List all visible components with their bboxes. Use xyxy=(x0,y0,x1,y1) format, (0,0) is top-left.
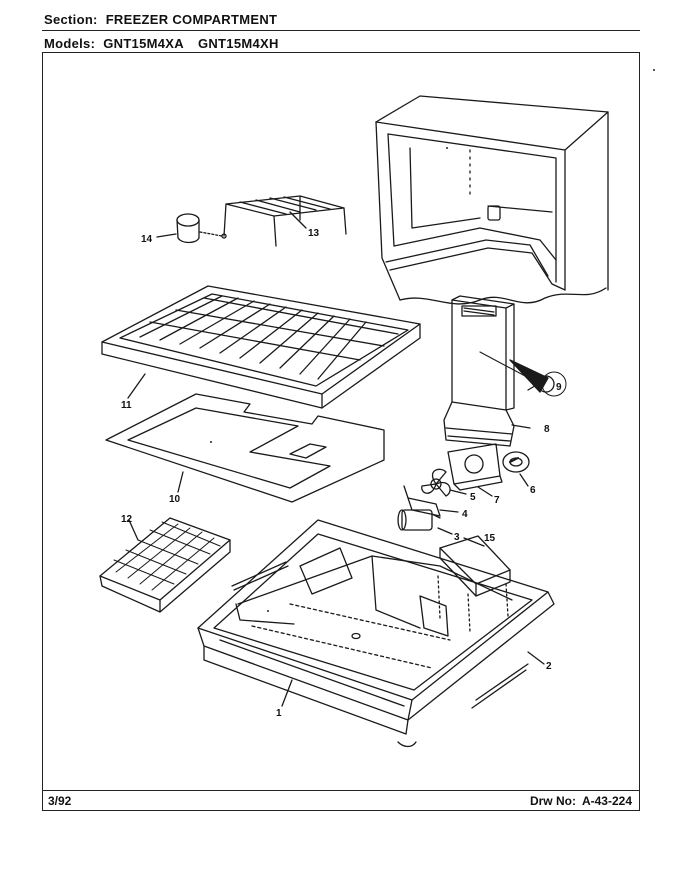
section-value: FREEZER COMPARTMENT xyxy=(105,12,278,27)
part-4-motor-bracket xyxy=(403,485,459,517)
revision-date: 3/92 xyxy=(48,794,72,808)
part-1-freezer-floor xyxy=(197,519,555,748)
callout-7: 7 xyxy=(494,495,500,506)
drawing-number-value: A-43-224 xyxy=(581,794,632,808)
callout-6: 6 xyxy=(530,485,536,496)
part-8-evaporator-cover xyxy=(443,295,531,447)
section-heading: Section: FREEZER COMPARTMENT xyxy=(44,12,277,27)
model-number-2: GNT15M4XH xyxy=(197,36,279,51)
part-11-shelf xyxy=(101,285,421,409)
models-heading: Models: GNT15M4XA GNT15M4XH xyxy=(44,36,293,51)
callout-15: 15 xyxy=(484,533,496,544)
callout-5: 5 xyxy=(470,492,476,503)
part-2-trim-strips xyxy=(231,561,545,709)
callout-11: 11 xyxy=(121,400,132,411)
callout-10: 10 xyxy=(169,494,181,505)
footer-divider xyxy=(42,790,640,791)
part-12-ice-tray xyxy=(99,517,231,613)
model-number-1: GNT15M4XA xyxy=(103,36,184,51)
callout-1: 1 xyxy=(276,708,282,719)
part-7-fan-bracket xyxy=(447,443,503,497)
callout-14: 14 xyxy=(141,234,153,245)
callout-3: 3 xyxy=(454,532,460,543)
part-14-bumper xyxy=(156,213,227,244)
part-15-baffle xyxy=(439,535,511,597)
callout-8: 8 xyxy=(544,424,550,435)
part-5-fan-blade xyxy=(421,468,467,497)
callout-9: 9 xyxy=(556,382,562,393)
callout-13: 13 xyxy=(308,228,320,239)
part-3-fan-motor xyxy=(397,509,453,535)
callout-2: 2 xyxy=(546,661,552,672)
models-label: Models: xyxy=(44,36,96,51)
callout-4: 4 xyxy=(462,509,468,520)
drawing-number: Drw No: A-43-224 xyxy=(524,794,632,808)
part-13-rack xyxy=(223,195,347,247)
section-label: Section: xyxy=(44,12,98,27)
callout-12: 12 xyxy=(121,514,133,525)
drawing-number-label: Drw No: xyxy=(529,794,576,808)
header-divider xyxy=(42,30,640,31)
part-10-panel xyxy=(105,393,385,503)
freezer-cabinet xyxy=(375,95,609,305)
drawing-frame xyxy=(42,52,640,811)
part-6-grommet xyxy=(502,451,530,487)
part-9-screw xyxy=(479,351,567,397)
